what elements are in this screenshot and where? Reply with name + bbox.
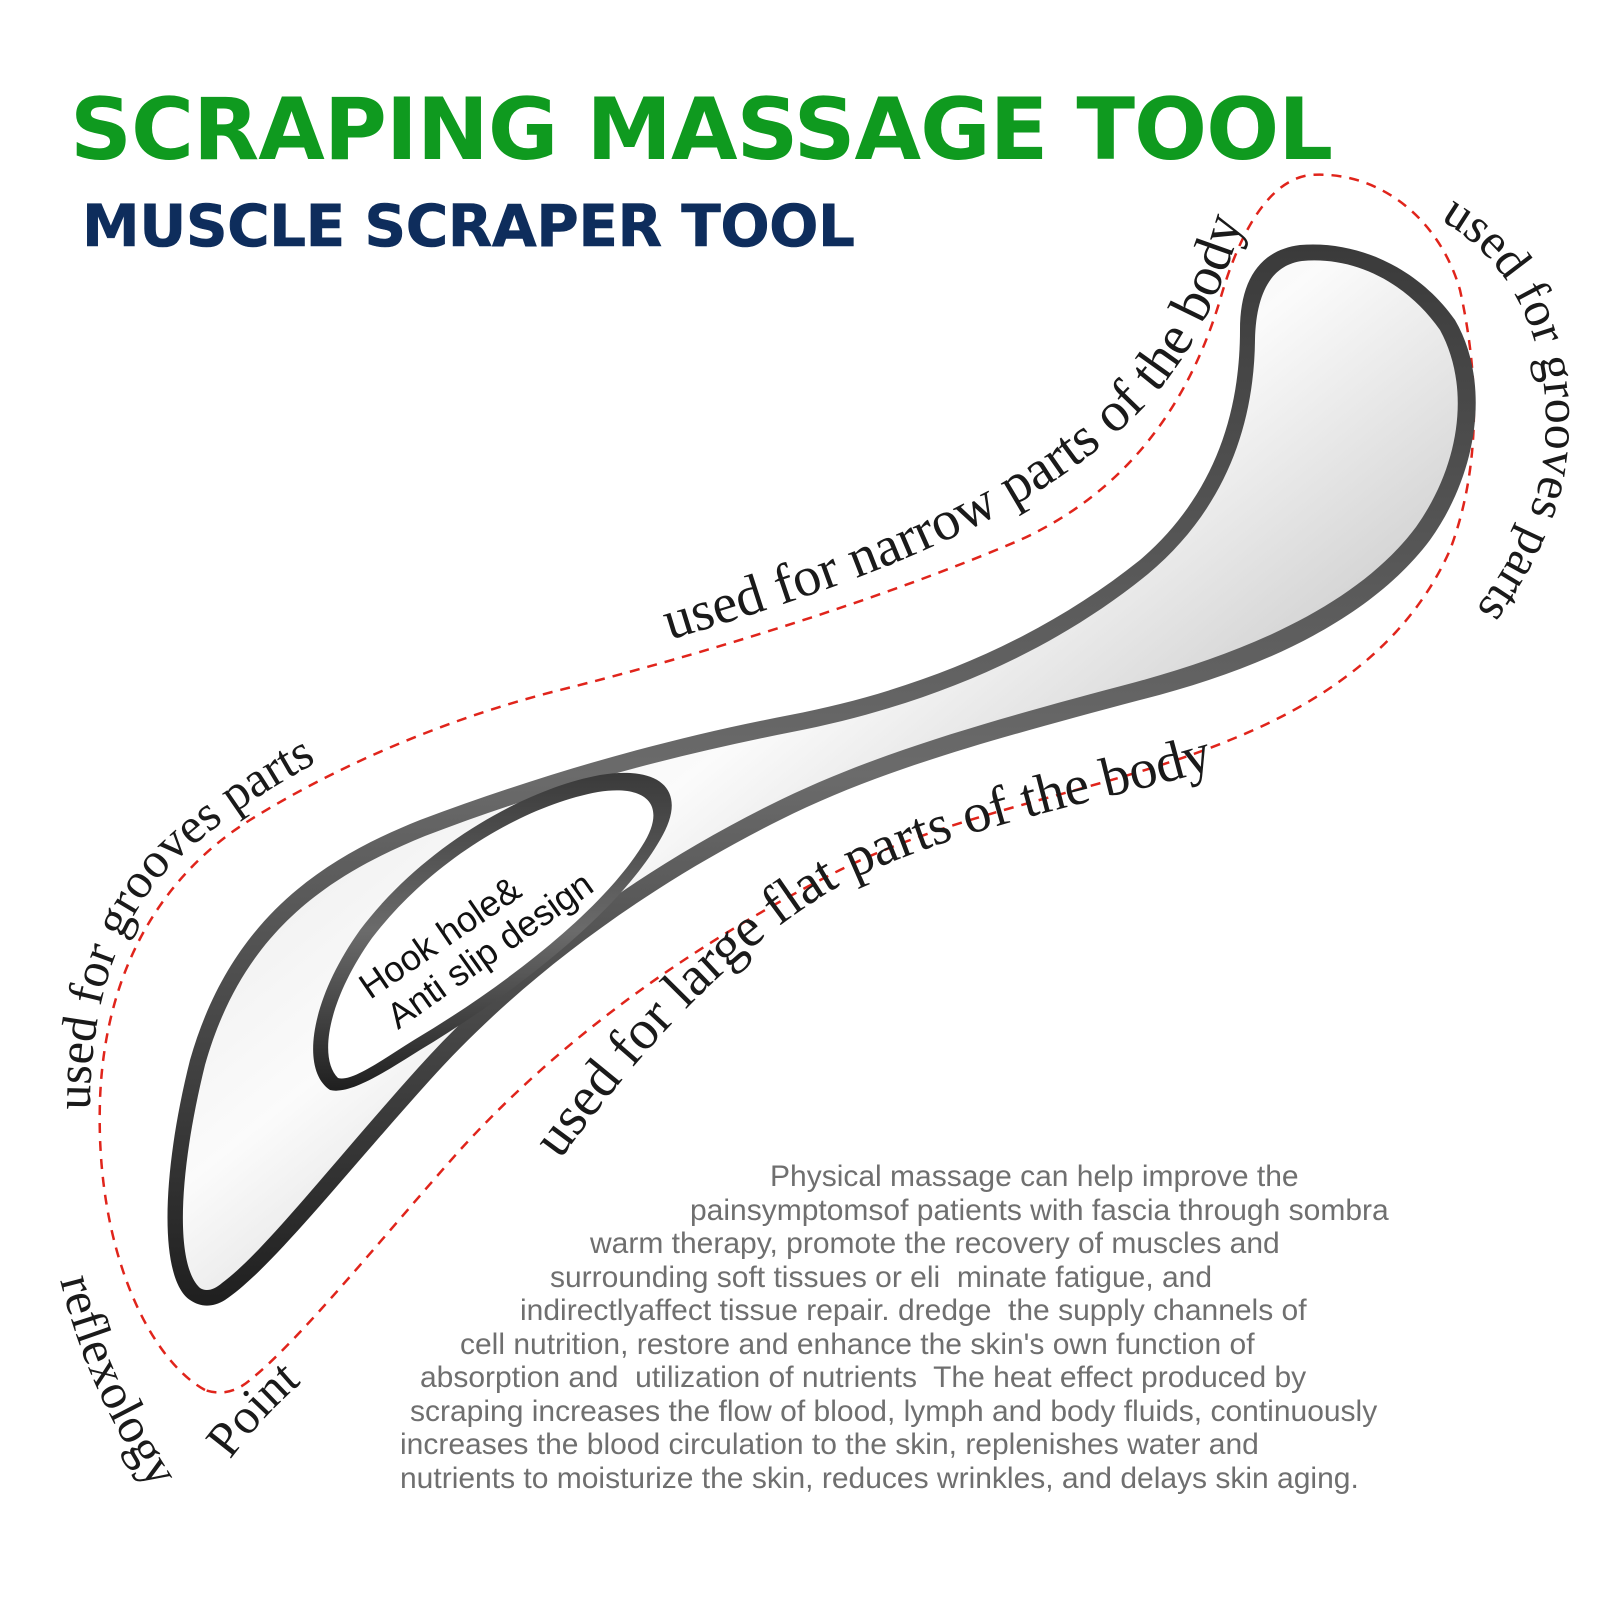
description-line: painsymptomsof patients with fascia thro… (690, 1193, 1389, 1227)
description-line: indirectlyaffect tissue repair. dredge t… (520, 1294, 1307, 1327)
product-subtitle: MUSCLE SCRAPER TOOL (82, 192, 856, 261)
description-paragraph: Physical massage can help improve the pa… (400, 1160, 1540, 1495)
description-line: Physical massage can help improve the (770, 1160, 1299, 1193)
description-line: scraping increases the flow of blood, ly… (410, 1394, 1378, 1428)
label-point: Point (195, 1349, 309, 1467)
description-line: surrounding soft tissues or eli minate f… (550, 1260, 1213, 1294)
dashed-outline (98, 173, 1476, 1394)
description-line: absorption and utilization of nutrients … (420, 1361, 1307, 1394)
product-title: SCRAPING MASSAGE TOOL (70, 80, 1333, 180)
label-reflexology: reflexology (49, 1269, 191, 1496)
description-line: increases the blood circulation to the s… (400, 1428, 1259, 1461)
description-line: nutrients to moisturize the skin, reduce… (400, 1461, 1359, 1495)
scraper-tool-image (167, 244, 1476, 1306)
description-line: warm therapy, promote the recovery of mu… (590, 1227, 1280, 1260)
description-line: cell nutrition, restore and enhance the … (460, 1327, 1255, 1361)
